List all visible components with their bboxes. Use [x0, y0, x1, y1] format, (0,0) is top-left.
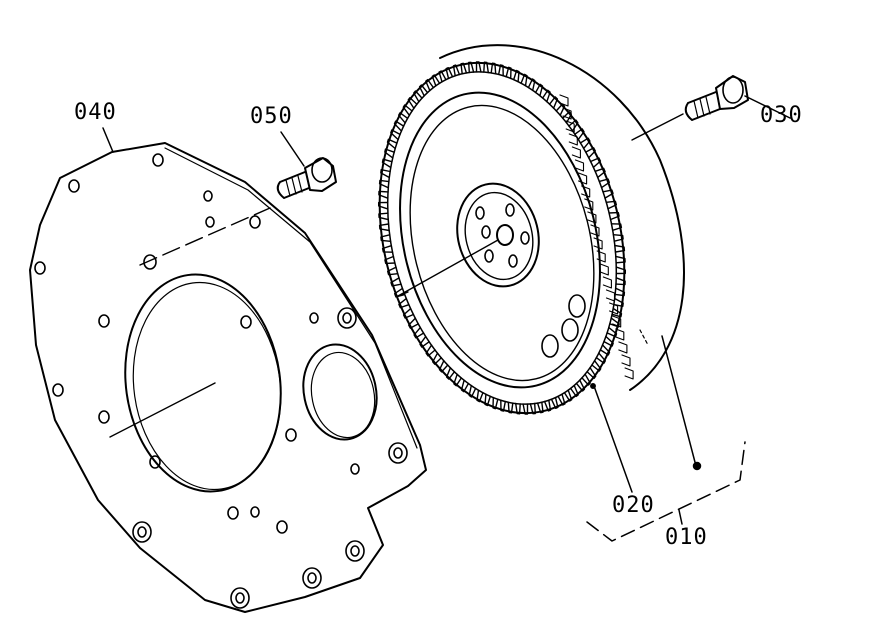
plate-holes — [34, 153, 360, 534]
adapter-plate — [29, 142, 427, 613]
bolt-050-shank — [276, 171, 310, 199]
bolt-050 — [139, 157, 337, 266]
small-bore — [302, 343, 378, 441]
large-bore — [124, 273, 282, 493]
callout-040: 040 — [74, 100, 117, 125]
callout-050: 050 — [250, 104, 293, 129]
bolt-030-shank — [684, 91, 721, 121]
bore-axis — [109, 382, 216, 438]
plate-edge — [164, 147, 418, 449]
flywheel-face — [399, 91, 601, 389]
bolt-050-assembly-line — [139, 207, 271, 266]
ring-gear-outer — [378, 61, 626, 415]
hub-inner — [464, 191, 534, 281]
flywheel-back-rim — [439, 44, 685, 391]
flywheel-face-inner — [409, 104, 595, 382]
flywheel — [378, 44, 685, 415]
leader-020 — [593, 385, 633, 493]
plate-bosses — [132, 307, 408, 609]
flywheel-axis — [397, 239, 499, 297]
leader-030 — [744, 95, 791, 119]
leader-010-a — [661, 335, 697, 467]
flywheel-bolt-axis — [631, 113, 684, 141]
hub-bolt-holes — [475, 203, 530, 268]
large-bore-rim — [132, 281, 282, 491]
ring-gear-root — [386, 71, 618, 405]
leader-lines — [102, 95, 791, 542]
leader-050 — [280, 131, 305, 167]
hub-outer — [456, 182, 540, 288]
gear-tooth-path — [378, 61, 626, 415]
hub-center-bore — [496, 224, 514, 246]
leader-010-dot — [692, 461, 702, 471]
callout-030: 030 — [760, 103, 803, 128]
callout-010: 010 — [665, 525, 708, 550]
ring-gear-teeth — [378, 61, 634, 415]
face-holes — [541, 294, 586, 358]
gear-side-teeth — [559, 94, 634, 380]
leader-040 — [102, 127, 114, 153]
group-bracket-010 — [586, 441, 746, 542]
callout-020: 020 — [612, 493, 655, 518]
small-bore-rim — [310, 351, 376, 439]
bolt-030 — [684, 75, 749, 121]
plate-outline — [29, 142, 427, 613]
